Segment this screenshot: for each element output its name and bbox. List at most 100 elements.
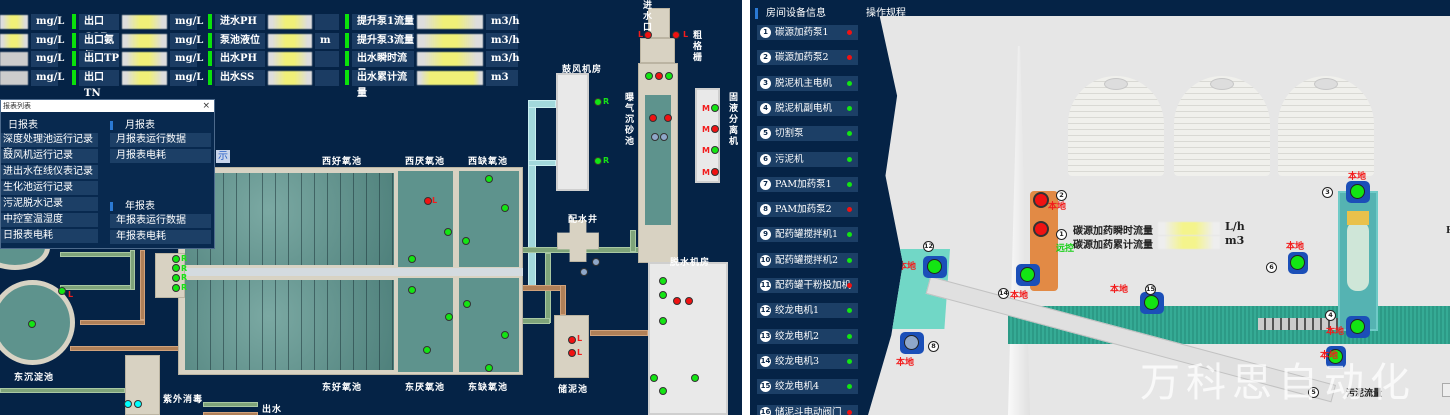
dewater-1-status[interactable] bbox=[659, 387, 667, 395]
separator-1-status[interactable] bbox=[711, 104, 719, 112]
metric-unit: m3/h bbox=[486, 13, 519, 30]
lift-pump-4-status[interactable] bbox=[172, 284, 180, 292]
status-indicator-icon bbox=[847, 105, 852, 111]
lift-pump-1-status[interactable] bbox=[665, 72, 673, 80]
close-icon[interactable]: × bbox=[202, 101, 210, 111]
clarifier-scraper-status[interactable] bbox=[28, 320, 36, 328]
uv-2-status[interactable] bbox=[124, 400, 132, 408]
dewater-2-status[interactable] bbox=[659, 317, 667, 325]
uv-1-status[interactable] bbox=[134, 400, 142, 408]
dewater-r1-status[interactable] bbox=[673, 297, 681, 305]
auger-motor-12[interactable] bbox=[923, 256, 947, 278]
auger-motor-14[interactable] bbox=[1016, 264, 1040, 286]
device-number-4-icon: 4 bbox=[1325, 310, 1336, 321]
sludge-pump-2-status[interactable] bbox=[568, 336, 576, 344]
grit-valve-2-status[interactable] bbox=[649, 114, 657, 122]
device-number-1-icon: 1 bbox=[1056, 229, 1067, 240]
device-info-heading: 房间设备信息 bbox=[755, 4, 826, 19]
dewater-2b-status[interactable] bbox=[650, 374, 658, 382]
metric-unit: m bbox=[315, 32, 339, 49]
report-item-sludge-dewatering[interactable]: 污泥脱水记录 bbox=[1, 197, 98, 211]
procedure-tab[interactable]: 操作规程 bbox=[866, 8, 906, 19]
motor-tag: M bbox=[702, 104, 710, 113]
report-item-deep-treatment[interactable]: 深度处理池运行记录表 bbox=[1, 133, 98, 159]
press-main-motor-3[interactable] bbox=[1346, 181, 1370, 203]
belt-press-drum bbox=[1347, 221, 1369, 291]
dewater-4-status[interactable] bbox=[659, 277, 667, 285]
cutting-pump-5[interactable] bbox=[1326, 346, 1346, 368]
report-item-yearly-data[interactable]: 年报表运行数据 bbox=[110, 214, 211, 228]
pam-dosing-pump[interactable] bbox=[900, 332, 924, 354]
report-item-daily-power[interactable]: 日报表电耗 bbox=[1, 229, 98, 243]
metric-unit bbox=[315, 69, 339, 86]
east-anaerobic-mixer-3-status[interactable] bbox=[463, 300, 471, 308]
report-item-monthly-power[interactable]: 月报表电耗 bbox=[110, 149, 211, 163]
local-tag: L bbox=[432, 196, 438, 205]
report-item-biotank[interactable]: 生化池运行记录 bbox=[1, 181, 98, 195]
carbon-dosing-pump-2-status[interactable] bbox=[1033, 192, 1049, 208]
separator-4-status[interactable] bbox=[711, 168, 719, 176]
east-anoxic-mixer-4-status[interactable] bbox=[408, 286, 416, 294]
west-anaerobic-mixer-4-status[interactable] bbox=[462, 237, 470, 245]
screen-gate-1-status[interactable] bbox=[644, 31, 652, 39]
well-valve-1-status[interactable] bbox=[580, 268, 588, 276]
dewater-1b-status[interactable] bbox=[691, 374, 699, 382]
lift-pump-2-status[interactable] bbox=[172, 264, 180, 272]
metric-unit bbox=[315, 13, 339, 30]
east-anaerobic-mixer-1-status[interactable] bbox=[485, 364, 493, 372]
dewater-3-status[interactable] bbox=[659, 291, 667, 299]
blower-2-status[interactable] bbox=[594, 157, 602, 165]
screen-gate-2-status[interactable] bbox=[672, 31, 680, 39]
press-aux-motor-4[interactable] bbox=[1346, 316, 1370, 338]
west-anoxic-mixer-1-status[interactable] bbox=[444, 228, 452, 236]
well-valve-2-status[interactable] bbox=[592, 258, 600, 266]
east-anoxic-mixer-3-status[interactable] bbox=[423, 346, 431, 354]
clarifier-valve-status[interactable] bbox=[58, 287, 66, 295]
sludge-machine-motor-6[interactable] bbox=[1288, 252, 1308, 274]
west-anaerobic-mixer-5-status[interactable] bbox=[501, 204, 509, 212]
show-tab[interactable]: 示 bbox=[216, 150, 230, 163]
report-item-control-room-humidity[interactable]: 中控室温湿度 bbox=[1, 213, 98, 227]
east-anaerobic-mixer-2-status[interactable] bbox=[501, 331, 509, 339]
lift-pump-3-status[interactable] bbox=[172, 274, 180, 282]
report-item-online-instruments[interactable]: 进出水在线仪表记录 bbox=[1, 165, 98, 179]
grit-pump-status[interactable] bbox=[660, 133, 668, 141]
carbon-dosing-pump-1-status[interactable] bbox=[1033, 221, 1049, 237]
auger-motor-15[interactable] bbox=[1140, 292, 1164, 314]
east-anoxic-mixer-2-status[interactable] bbox=[445, 313, 453, 321]
west-anoxic-mixer-5-status[interactable] bbox=[408, 255, 416, 263]
dewater-l2-status[interactable] bbox=[685, 297, 693, 305]
sludge-pump-1-status[interactable] bbox=[568, 349, 576, 357]
report-item-blower[interactable]: 鼓风机运行记录 bbox=[1, 149, 98, 163]
report-item-monthly-data[interactable]: 月报表运行数据 bbox=[110, 133, 211, 147]
west-anoxic-mixer-6-status[interactable] bbox=[424, 197, 432, 205]
metric-value bbox=[417, 70, 483, 85]
lift-pump-2-status[interactable] bbox=[655, 72, 663, 80]
lift-pump-1-status[interactable] bbox=[172, 255, 180, 263]
blower-1-status[interactable] bbox=[594, 98, 602, 106]
grit-pump-status[interactable] bbox=[651, 133, 659, 141]
grit-valve-1-status[interactable] bbox=[664, 114, 672, 122]
report-item-yearly-power[interactable]: 年报表电耗 bbox=[110, 230, 211, 244]
separator-3-status[interactable] bbox=[711, 146, 719, 154]
lift-pump-3-status[interactable] bbox=[645, 72, 653, 80]
separator-2-status[interactable] bbox=[711, 125, 719, 133]
west-anaerobic-mixer-6-status[interactable] bbox=[485, 175, 493, 183]
label-uv-disinfection: 紫外消毒 bbox=[163, 395, 204, 405]
